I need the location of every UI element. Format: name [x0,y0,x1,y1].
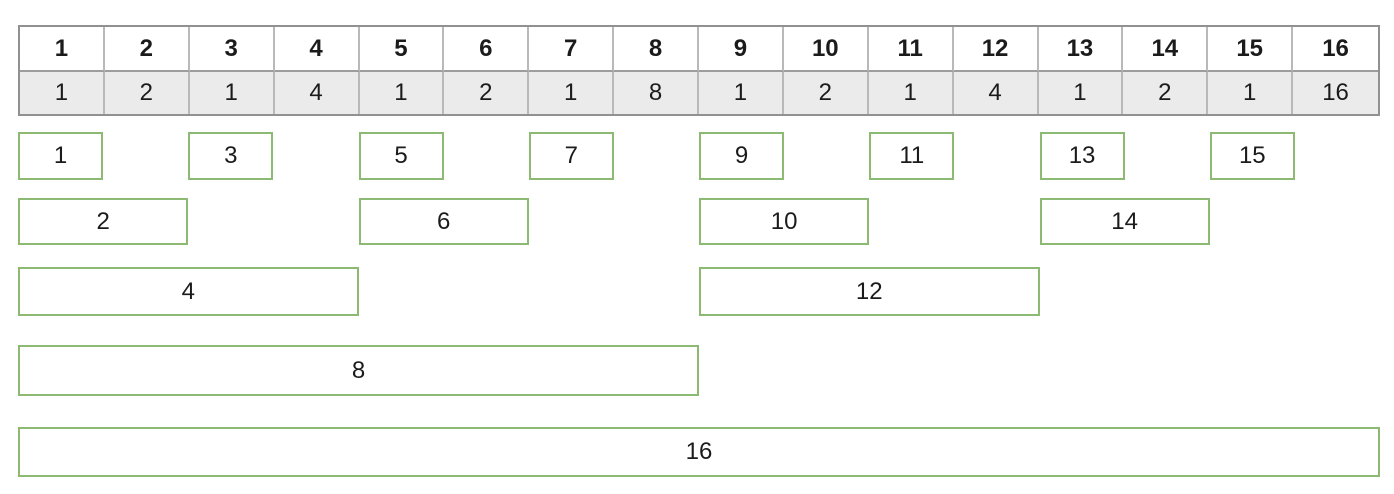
range-box-15: 15 [1209,132,1295,180]
value-cell-6: 2 [444,72,530,114]
range-box-14: 14 [1039,198,1210,245]
header-cell-14: 14 [1123,27,1209,72]
range-box-8: 8 [18,345,699,396]
header-cell-9: 9 [699,27,784,72]
range-box-13: 13 [1039,132,1125,180]
range-box-11: 11 [869,132,955,180]
value-cell-11: 1 [868,72,954,114]
value-cell-1: 1 [20,72,105,114]
value-cell-15: 1 [1208,72,1294,114]
range-box-3: 3 [188,132,274,180]
header-cell-2: 2 [104,27,190,72]
value-cell-12: 4 [953,72,1039,114]
range-row-level-3: 4 12 [18,267,1380,316]
range-box-16: 16 [18,427,1380,477]
value-cell-7: 1 [529,72,615,114]
range-row-level-5: 16 [18,427,1380,477]
range-box-1: 1 [18,132,104,180]
header-cell-7: 7 [529,27,615,72]
range-box-4: 4 [18,267,359,316]
range-box-9: 9 [699,132,785,180]
range-box-5: 5 [358,132,444,180]
header-cell-6: 6 [444,27,530,72]
header-cell-4: 4 [274,27,360,72]
range-row-level-2: 2 6 10 14 [18,198,1380,245]
header-cell-5: 5 [359,27,445,72]
header-cell-3: 3 [189,27,275,72]
index-table: 1 2 3 4 5 6 7 8 9 10 11 12 13 14 15 16 1… [18,25,1380,116]
range-box-10: 10 [699,198,870,245]
header-cell-13: 13 [1038,27,1124,72]
value-cell-8: 8 [614,72,699,114]
range-box-12: 12 [699,267,1040,316]
value-cell-5: 1 [359,72,445,114]
header-cell-8: 8 [614,27,699,72]
range-row-level-1: 1 3 5 7 9 11 13 15 [18,132,1380,180]
range-box-2: 2 [18,198,189,245]
range-box-6: 6 [358,198,529,245]
value-cell-13: 1 [1038,72,1124,114]
value-cell-3: 1 [189,72,275,114]
value-cell-10: 2 [783,72,869,114]
range-row-level-4: 8 [18,345,1380,396]
header-cell-15: 15 [1208,27,1294,72]
header-cell-1: 1 [20,27,105,72]
header-cell-10: 10 [783,27,869,72]
range-box-7: 7 [528,132,614,180]
value-cell-14: 2 [1123,72,1209,114]
header-cell-11: 11 [868,27,954,72]
header-cell-12: 12 [953,27,1039,72]
value-cell-2: 2 [104,72,190,114]
value-cell-9: 1 [699,72,784,114]
value-cell-4: 4 [274,72,360,114]
header-cell-16: 16 [1293,27,1378,72]
value-cell-16: 16 [1293,72,1378,114]
